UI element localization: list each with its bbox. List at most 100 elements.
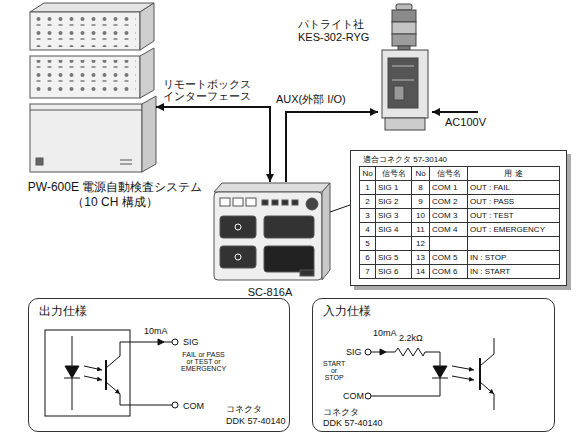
connector-label: リモートボックス インターフェース (163, 78, 255, 102)
table-title: 適合コネクタ 57-30140 (359, 154, 560, 166)
table-cell: No (412, 167, 430, 181)
mains-arrow (432, 112, 478, 113)
output-circuit-part (84, 376, 102, 380)
pin-label: SIG (182, 337, 200, 348)
connector (286, 112, 378, 182)
output-circuit-part (106, 342, 172, 368)
table-row: No信号名No信号名用 途 (360, 167, 560, 181)
table-cell: OUT : EMERGENCY (468, 223, 560, 237)
table-cell-text: COM 1 (432, 183, 457, 192)
table-cell-text: 用 途 (504, 169, 522, 178)
node-title: PW-600E 電源自動検査システム （10 CH 構成） (22, 180, 208, 210)
table-cell-text: 8 (418, 183, 422, 192)
connector (156, 107, 270, 182)
table-cell: 8 (412, 181, 430, 195)
table-cell-text: IN : START (470, 267, 510, 276)
current-label: 10mA (372, 328, 398, 339)
table-cell-text: SIG 5 (378, 253, 398, 262)
table-cell: 用 途 (468, 167, 560, 181)
table-cell-text: OUT : PASS (470, 197, 514, 206)
connector-label: AUX(外部 I/O) (276, 93, 346, 105)
table-cell-text: 5 (365, 239, 369, 248)
table-row: 6SIG 513COM 5IN : STOP (360, 251, 560, 265)
table-cell-text: 11 (416, 225, 424, 234)
output-circuit-part (45, 330, 130, 416)
table-cell-text: SIG 2 (378, 197, 398, 206)
current-label: 10mA (143, 326, 169, 337)
table-cell: 3 (360, 209, 376, 223)
supply-label: AC100V (444, 116, 487, 129)
tower-light-picture-part (392, 34, 416, 46)
mains-arrow-part (432, 111, 478, 113)
output-circuit-part (65, 366, 79, 378)
table-cell-text: COM 5 (432, 253, 457, 262)
table-cell: SIG 4 (376, 223, 412, 237)
table-cell: OUT : FAIL (468, 181, 560, 195)
input-circuit (365, 338, 494, 410)
input-circuit-part (480, 382, 494, 394)
node-title: パトライト社 KES-302-RYG (298, 18, 374, 44)
table-cell: 4 (360, 223, 376, 237)
table-cell-text: No (415, 169, 425, 178)
table-cell: SIG 5 (376, 251, 412, 265)
input-circuit-part (433, 366, 447, 378)
table-cell: COM 6 (430, 265, 468, 279)
node-title: 入力仕様 (323, 304, 371, 318)
tower-light-picture-part (396, 4, 412, 10)
tower-light-picture-part (385, 118, 425, 130)
table-cell-text: 14 (416, 267, 425, 276)
rack-picture-part (34, 15, 136, 47)
remote-box-picture-part (246, 198, 256, 206)
table-cell-text: 9 (418, 197, 422, 206)
table-cell-text: SIG 6 (378, 267, 398, 276)
table-cell-text: 12 (416, 239, 425, 248)
table-cell: 11 (412, 223, 430, 237)
output-circuit-part (106, 382, 120, 394)
table-cell-text: 信号名 (437, 169, 461, 178)
connector-part-number: DDK 57-40140 (322, 418, 384, 429)
rack-picture-part (30, 56, 140, 98)
table-cell-text: SIG 4 (378, 225, 398, 234)
table-cell: 5 (360, 237, 376, 251)
pin-label: COM (182, 401, 205, 412)
connector-part-number: DDK 57-40140 (225, 416, 287, 427)
output-circuit-part (72, 378, 73, 410)
table-cell: 9 (412, 195, 430, 209)
input-circuit-part (479, 358, 481, 390)
output-circuit-part (105, 360, 107, 390)
connector-table: 適合コネクタ 57-30140No信号名No信号名用 途1SIG 18COM 1… (350, 150, 567, 286)
table-cell: COM 3 (430, 209, 468, 223)
input-circuit-part (452, 376, 474, 380)
tower-light: パトライト社 KES-302-RYG (378, 4, 430, 132)
table-cell: SIG 6 (376, 265, 412, 279)
remote-box-picture-part (214, 183, 330, 192)
table-cell: 2 (360, 195, 376, 209)
table-cell: 14 (412, 265, 430, 279)
table-cell: 信号名 (376, 167, 412, 181)
table-cell: SIG 3 (376, 209, 412, 223)
remote-box-picture-part (292, 200, 298, 205)
table-cell-text: COM 3 (432, 211, 457, 220)
table-cell-text: SIG 1 (378, 183, 398, 192)
remote-box-picture-part (214, 192, 322, 280)
table-cell (376, 237, 412, 251)
tower-light-picture-part (392, 10, 416, 22)
output-circuit-part (120, 394, 172, 405)
table-row: 3SIG 310COM 3OUT : TEST (360, 209, 560, 223)
tower-light-picture-part (392, 66, 414, 67)
remote-box-picture-part (235, 224, 241, 230)
pin-table: No信号名No信号名用 途1SIG 18COM 1OUT : FAIL2SIG … (359, 166, 560, 279)
output-circuit-part (172, 402, 178, 408)
pin-label: COM (342, 391, 365, 402)
table-cell: IN : START (468, 265, 560, 279)
table-cell: OUT : PASS (468, 195, 560, 209)
table-cell-text: COM 6 (432, 267, 457, 276)
tower-light-picture-part (382, 50, 428, 118)
connector-label: コネクタ (225, 404, 263, 415)
table-cell-text: 1 (365, 183, 369, 192)
table-cell-text: COM 2 (432, 197, 457, 206)
input-circuit-part (371, 378, 440, 396)
node-title: 出力仕様 (39, 304, 87, 318)
table-cell: 10 (412, 209, 430, 223)
